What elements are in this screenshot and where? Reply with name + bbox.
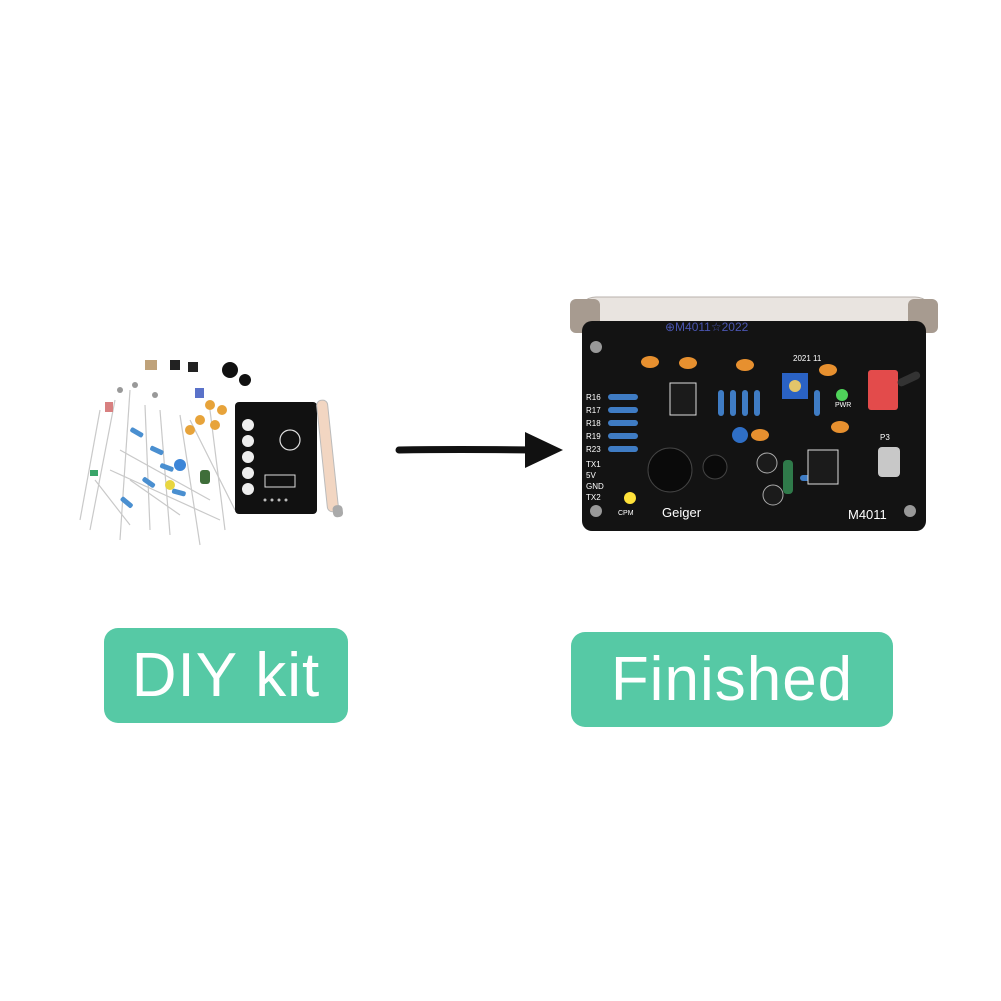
tube-print: ⊕M4011☆2022: [665, 320, 749, 334]
board-date: 2021 11: [793, 354, 822, 363]
diy-kit-text: DIY kit: [131, 641, 321, 710]
pin-labels: TX1 5V GND TX2: [586, 460, 604, 502]
svg-text:5V: 5V: [586, 471, 596, 480]
board-model: M4011: [848, 507, 887, 522]
diy-kit-photo: [79, 360, 344, 546]
svg-text:GND: GND: [586, 482, 604, 491]
svg-text:TX1: TX1: [586, 460, 601, 469]
connector-label: P3: [880, 433, 890, 442]
svg-text:R16: R16: [586, 393, 601, 402]
arrow-icon: [395, 432, 563, 468]
svg-text:R23: R23: [586, 445, 601, 454]
finished-text: Finished: [610, 645, 854, 714]
finished-board-photo: ⊕M4011☆2022 2021 11 R16 R17 R18 R19 R23 …: [570, 296, 938, 531]
svg-text:R18: R18: [586, 419, 601, 428]
svg-text:R17: R17: [586, 406, 601, 415]
diy-kit-label: DIY kit: [104, 628, 348, 723]
svg-text:R19: R19: [586, 432, 601, 441]
pwr-label: PWR: [835, 402, 851, 409]
resistor-labels: R16 R17 R18 R19 R23: [586, 393, 601, 454]
board-name: Geiger: [662, 505, 702, 520]
finished-label: Finished: [571, 632, 893, 727]
svg-text:TX2: TX2: [586, 493, 601, 502]
cpm-label: CPM: [618, 510, 634, 517]
